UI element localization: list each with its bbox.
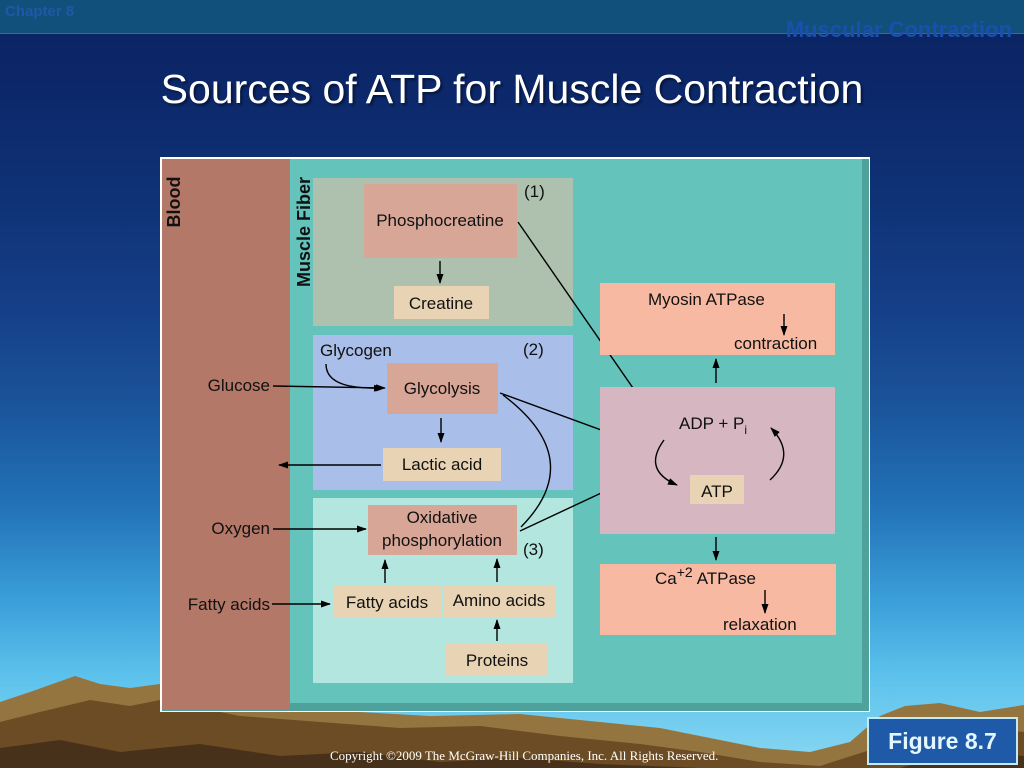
calcium-atpase-box [600, 564, 836, 635]
oxidative-phosphorylation-box [368, 505, 517, 555]
mountain-ridge-mid [0, 700, 1024, 768]
creatine-label: Creatine [409, 294, 473, 313]
calcium-enzyme: ATPase [697, 569, 756, 588]
glycogen-label: Glycogen [320, 341, 392, 360]
arrow-glucose-to-glycolysis [272, 384, 386, 392]
calcium-charge: +2 [677, 564, 693, 580]
phosphocreatine-label: Phosphocreatine [376, 211, 504, 230]
oxidative-label: Oxidative [407, 508, 478, 527]
blood-label: Blood [164, 177, 184, 228]
arrow-phosphocreatine-to-adp [517, 221, 652, 415]
mountain-ridge-front [0, 740, 1024, 768]
pathway-3-number: (3) [523, 540, 544, 559]
atp-box [690, 475, 744, 504]
blood-fatty-acids-label: Fatty acids [188, 595, 270, 614]
copyright-notice: Copyright ©2009 The McGraw-Hill Companie… [330, 748, 719, 763]
myosin-atpase-label: Myosin ATPase [648, 290, 765, 309]
phosphorylation-label: phosphorylation [382, 531, 502, 550]
myosin-atpase-box [600, 283, 835, 355]
lactic-acid-box [383, 448, 501, 481]
amino-acids-label: Amino acids [453, 591, 546, 610]
pathway-2-number: (2) [523, 340, 544, 359]
blood-region [162, 159, 290, 709]
header-band [0, 0, 1024, 34]
atp-label: ATP [701, 482, 733, 501]
creatine-box [394, 286, 489, 319]
arrow-adp-to-atp [654, 439, 678, 486]
atp-cycle-box [600, 387, 835, 534]
calcium-ion: Ca [655, 569, 677, 588]
amino-acids-box [444, 585, 555, 617]
chapter-label: Chapter 8 [5, 3, 75, 20]
arrow-atp-to-adp [769, 427, 785, 481]
slide-title: Sources of ATP for Muscle Contraction [160, 66, 864, 112]
contraction-label: contraction [734, 334, 817, 353]
glycolysis-box [387, 363, 498, 414]
phosphocreatine-box [364, 184, 517, 258]
adp-pi-subscript: i [744, 423, 747, 437]
pathway-1-number: (1) [524, 182, 545, 201]
proteins-label: Proteins [466, 651, 528, 670]
adp-pi-label: ADP + Pi [679, 414, 747, 437]
lactic-acid-label: Lactic acid [402, 455, 482, 474]
figure-label: Figure 8.7 [888, 727, 997, 754]
muscle-fiber-label: Muscle Fiber [294, 177, 314, 287]
relaxation-label: relaxation [723, 615, 797, 634]
oxygen-label: Oxygen [211, 519, 270, 538]
connector-glycolysis-to-oxphos [502, 394, 552, 528]
glucose-label: Glucose [208, 376, 270, 395]
section-label: Muscular Contraction [785, 17, 1012, 42]
fatty-acids-box-label: Fatty acids [346, 593, 428, 612]
glycolysis-label: Glycolysis [404, 379, 481, 398]
figure-badge: Figure 8.7 [867, 717, 1018, 765]
proteins-box [446, 644, 547, 676]
atp-sources-diagram: Blood Muscle Fiber Phosphocreatine (1) C… [160, 157, 870, 712]
adp-pi-main: ADP + P [679, 414, 744, 433]
fatty-acids-box [333, 585, 441, 618]
